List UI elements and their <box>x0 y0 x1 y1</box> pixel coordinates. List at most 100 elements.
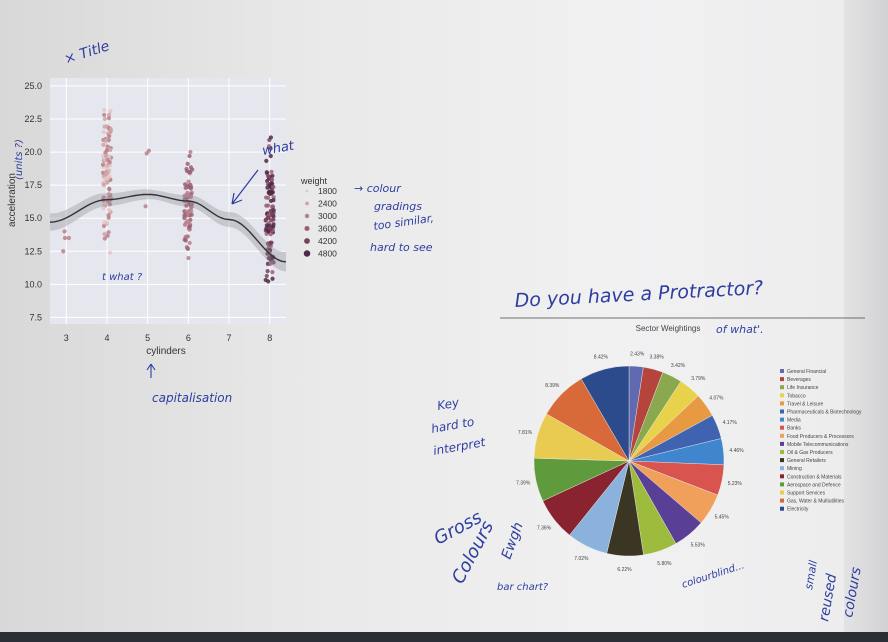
trend-line <box>49 193 287 263</box>
scatter-point <box>263 277 268 283</box>
x-tick-label: 8 <box>267 333 272 343</box>
scatter-point <box>106 116 112 121</box>
scatter-point <box>270 173 275 178</box>
scatter-point <box>182 209 187 214</box>
scatter-point <box>183 238 188 243</box>
annotation-t-what: t what ? <box>102 272 143 283</box>
y-tick-label: 12.5 <box>24 246 42 256</box>
annotation-colour-2: gradings <box>374 200 422 213</box>
pie-legend-swatch <box>780 393 784 398</box>
arrow-to-curve <box>231 169 259 205</box>
annotation-bar-chart: bar chart? <box>497 582 549 593</box>
scatter-point <box>264 223 269 228</box>
pie-value-label: 6.22% <box>617 567 632 573</box>
scatter-point <box>188 205 194 210</box>
scatter-point <box>271 208 276 213</box>
annotation-protractor: Do you have a Protractor? <box>514 277 764 312</box>
pie-legend-swatch <box>780 425 784 430</box>
scatter-point <box>269 177 275 182</box>
pie-value-label: 5.45% <box>715 514 730 520</box>
scatter-point <box>266 195 271 200</box>
legend-marker <box>304 238 310 244</box>
x-tick-label: 6 <box>186 333 191 343</box>
pie-legend-swatch <box>780 450 784 454</box>
pie-legend-label: General Financial <box>787 369 826 375</box>
scatter-point <box>188 182 193 188</box>
annotation-units: (units ?) <box>14 139 25 180</box>
scatter-point <box>188 149 193 155</box>
pie-legend-label: General Retailers <box>787 458 826 464</box>
pie-value-label: 7.81% <box>518 430 533 436</box>
desk-background <box>0 632 888 642</box>
scatter-point <box>264 158 269 163</box>
scatter-point <box>268 153 273 159</box>
scatter-point <box>189 209 194 214</box>
pie-value-label: 4.46% <box>729 448 744 454</box>
pie-legend-swatch <box>780 490 784 495</box>
scatter-point <box>104 148 110 153</box>
scatter-point <box>190 167 195 172</box>
pie-legend-label: Oil & Gas Producers <box>787 450 833 456</box>
pie-legend-swatch <box>780 466 784 471</box>
legend-label: 3600 <box>318 224 337 234</box>
scatter-point <box>269 169 274 174</box>
pie-legend-swatch <box>780 482 784 487</box>
legend-label: 2400 <box>318 199 337 209</box>
pie-legend-label: Media <box>787 418 801 424</box>
legend-marker <box>305 201 309 206</box>
legend-label: 1800 <box>318 186 337 196</box>
scatter-point <box>62 229 67 234</box>
y-tick-labels: 7.510.012.515.017.520.022.525.0 <box>24 81 42 322</box>
scatter-point <box>102 116 107 122</box>
scatter-point <box>182 182 188 187</box>
legend-title: weight <box>300 176 328 186</box>
pie-slice <box>580 365 630 462</box>
legend-label: 4200 <box>318 236 337 246</box>
pie-value-label: 2.43% <box>630 351 645 357</box>
scatter-point <box>106 207 112 213</box>
legend-marker <box>303 250 311 257</box>
scatter-point <box>268 135 273 140</box>
scatter-point <box>101 142 106 147</box>
scatter-point <box>102 231 107 237</box>
scatter-point <box>183 185 188 191</box>
scatter-point <box>105 233 110 238</box>
annotation-what: what <box>261 138 296 158</box>
scatter-point <box>184 168 190 174</box>
x-tick-label: 7 <box>227 333 232 343</box>
pie-legend-label: Support Services <box>787 491 826 497</box>
scatter-point <box>267 242 272 247</box>
scatter-point <box>106 191 111 196</box>
pie-legend-swatch <box>780 369 784 373</box>
scatter-point <box>102 236 107 241</box>
pie-legend-swatch <box>780 458 784 463</box>
scatter-point <box>265 269 270 274</box>
scatter-point <box>146 148 151 153</box>
scatter-point <box>104 169 109 174</box>
scatter-point <box>105 175 111 181</box>
pie-legend-label: Tobacco <box>787 393 806 399</box>
legend-label: 4800 <box>318 249 337 259</box>
pie-legend-label: Banks <box>787 426 801 432</box>
annotation-title: × Title <box>62 38 111 68</box>
scatter-point <box>103 201 108 207</box>
scatter-point <box>102 124 107 129</box>
pie-legend-swatch <box>780 409 784 414</box>
scatter-point <box>106 133 112 139</box>
scatter-point <box>186 255 191 261</box>
pie-chart: Sector Weightings 2.43%3.38%3.42%3.79%4.… <box>500 317 865 573</box>
y-tick-label: 20.0 <box>24 147 42 157</box>
scatter-point <box>264 203 269 208</box>
pie-legend-swatch <box>780 441 784 446</box>
scatter-point <box>182 222 188 227</box>
scatter-point <box>264 273 269 279</box>
y-tick-label: 17.5 <box>24 180 42 190</box>
scatter-point <box>268 198 274 204</box>
pie-value-label: 4.17% <box>723 420 738 426</box>
pie-value-label: 5.53% <box>691 542 706 548</box>
pie-value-label: 4.07% <box>709 396 724 402</box>
annotation-key-3: interpret <box>432 435 488 458</box>
